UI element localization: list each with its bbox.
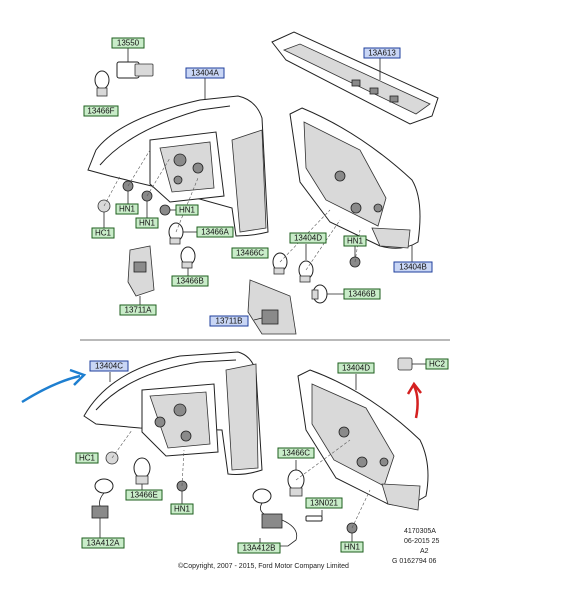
label-13711A-text: 13711A [125, 306, 153, 315]
label-13466B-right: 13466B [343, 288, 381, 300]
label-13466B-left-text: 13466B [176, 277, 204, 286]
nut-HN1-b [141, 190, 153, 218]
nut-HN1-a [122, 180, 134, 204]
label-13466A-text: 13466A [201, 228, 229, 237]
label-HN1-e: HN1 [170, 503, 194, 515]
label-13404A-top-text: 13404A [191, 69, 219, 78]
label-13466F-text: 13466F [87, 107, 114, 116]
bulb-13466C-top [272, 252, 288, 275]
label-HN1-c: HN1 [175, 204, 199, 216]
ref-code-line2: 06-2015 25 [404, 538, 440, 545]
bulb-13466F [94, 70, 110, 97]
label-13711B-text: 13711B [216, 317, 243, 326]
nut-HN1-d [349, 246, 361, 268]
label-13466F: 13466F [83, 105, 119, 117]
label-13A613-text: 13A613 [368, 49, 396, 58]
label-13404D-top: 13404D [289, 232, 327, 244]
label-HN1-c-text: HN1 [179, 206, 196, 215]
label-HC1-bottom-text: HC1 [79, 454, 96, 463]
label-HN1-f-text: HN1 [344, 543, 361, 552]
label-HN1-d: HN1 [343, 235, 367, 247]
bulb-13466B-right [311, 284, 344, 304]
label-13404D-bottom-text: 13404D [342, 364, 370, 373]
ref-code-line1: 4170305A [404, 528, 436, 535]
label-13711B: 13711B [209, 315, 249, 327]
label-13A412B-text: 13A412B [243, 544, 276, 553]
label-13404C: 13404C [89, 360, 129, 372]
socket-13A412B [252, 488, 298, 547]
label-HC1-top: HC1 [91, 227, 115, 239]
bulb-13466B-left [180, 246, 196, 276]
ref-code-line4: G 0162794 06 [392, 558, 436, 565]
label-HN1-a-text: HN1 [119, 205, 136, 214]
label-13404B: 13404B [393, 261, 433, 273]
socket-13A412A [91, 478, 114, 538]
ref-code-line3: A2 [420, 548, 429, 555]
label-13A412A-text: 13A412A [87, 539, 121, 548]
clip-HC1-top [97, 199, 111, 228]
bulb-13466C-bottom [287, 460, 305, 497]
label-HN1-b: HN1 [135, 217, 159, 229]
label-HC1-top-text: HC1 [95, 229, 112, 238]
label-13466A: 13466A [196, 226, 234, 238]
red-annotation-arrow [412, 385, 419, 419]
label-13404D-top-text: 13404D [294, 234, 322, 243]
rear-lamp-13404A [87, 78, 269, 237]
label-HC2: HC2 [425, 358, 449, 370]
high-mount-lamp-13A613 [271, 31, 439, 125]
label-13N021: 13N021 [305, 497, 343, 509]
nut-HN1-c [159, 204, 176, 216]
label-13550: 13550 [111, 37, 145, 49]
label-13466B-right-text: 13466B [348, 290, 376, 299]
fuse-13N021 [305, 510, 323, 522]
blue-arrowhead [69, 368, 87, 386]
label-HN1-b-text: HN1 [139, 219, 156, 228]
copyright-notice: ©Copyright, 2007 - 2015, Ford Motor Comp… [178, 562, 349, 570]
label-13466C-bottom-text: 13466C [282, 449, 310, 458]
label-13466C-top: 13466C [231, 247, 269, 259]
label-13404A-top: 13404A [185, 67, 225, 79]
label-13550-text: 13550 [117, 39, 140, 48]
bulb-holder-13711A [127, 245, 155, 305]
label-13466E-text: 13466E [130, 491, 158, 500]
label-HN1-f: HN1 [340, 541, 364, 553]
label-HN1-e-text: HN1 [174, 505, 191, 514]
label-13A412B: 13A412B [237, 542, 281, 554]
label-13466E: 13466E [125, 489, 163, 501]
label-13N021-text: 13N021 [310, 499, 339, 508]
rear-lamp-13404C [83, 351, 263, 475]
label-HC1-bottom: HC1 [75, 452, 99, 464]
label-HN1-a: HN1 [115, 203, 139, 215]
clip-HC2 [397, 357, 426, 371]
label-13404C-text: 13404C [95, 362, 123, 371]
inner-lamp-13404B [289, 107, 421, 262]
red-arrowhead [406, 381, 422, 395]
inner-lamp-13404D [297, 369, 429, 511]
label-HC2-text: HC2 [429, 360, 446, 369]
bulb-holder-13711B [247, 279, 297, 335]
bulb-13466E [133, 457, 151, 490]
label-13711A: 13711A [119, 304, 157, 316]
label-13466C-bottom: 13466C [277, 447, 315, 459]
label-13466C-top-text: 13466C [236, 249, 264, 258]
label-13404D-bottom: 13404D [337, 362, 375, 374]
socket-13550 [116, 48, 154, 79]
nut-HN1-f [346, 522, 358, 542]
bulb-13466A [168, 222, 197, 245]
label-HN1-d-text: HN1 [347, 237, 364, 246]
label-13466B-left: 13466B [171, 275, 209, 287]
bulb-13466D-top [298, 244, 314, 283]
label-13404B-text: 13404B [399, 263, 427, 272]
blue-annotation-arrow [21, 374, 81, 404]
label-13A412A: 13A412A [81, 537, 125, 549]
label-13A613: 13A613 [363, 47, 401, 59]
